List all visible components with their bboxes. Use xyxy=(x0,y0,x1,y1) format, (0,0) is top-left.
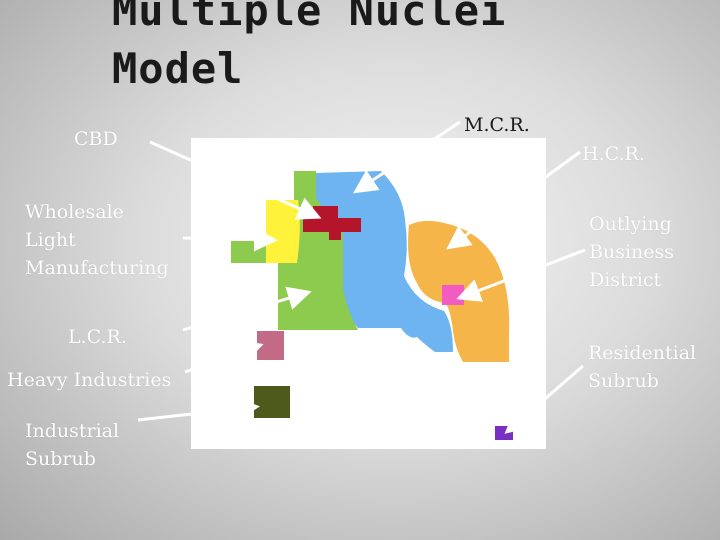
label-mcr: M.C.R. xyxy=(464,111,530,139)
label-residential-line2: Subrub xyxy=(588,370,659,392)
title-line-1: Multiple Nuclei xyxy=(112,0,507,35)
label-wholesale-line2: Light xyxy=(25,229,76,251)
label-outlying-business-district: Outlying Business District xyxy=(589,210,674,294)
label-lcr-text: L.C.R. xyxy=(68,326,127,348)
label-mcr-text: M.C.R. xyxy=(464,114,530,136)
city-map-drawing xyxy=(231,171,513,440)
label-industrial-suburb: Industrial Subrub xyxy=(25,417,119,473)
label-wholesale-light-manufacturing: Wholesale Light Manufacturing xyxy=(25,198,169,282)
label-lcr: L.C.R. xyxy=(68,323,127,351)
zone-wholesale xyxy=(266,200,300,263)
label-hcr: H.C.R. xyxy=(582,140,645,168)
label-heavy-text: Heavy Industries xyxy=(7,369,172,391)
label-residential-suburb: Residential Subrub xyxy=(588,339,696,395)
label-cbd: CBD xyxy=(74,125,118,153)
label-hcr-text: H.C.R. xyxy=(582,143,645,165)
label-residential-line1: Residential xyxy=(588,342,697,364)
label-industrial-line2: Subrub xyxy=(25,448,96,470)
label-outlying-line2: Business xyxy=(589,241,675,263)
zone-residential-suburb xyxy=(495,426,513,440)
zone-outlying-business xyxy=(442,285,464,305)
title-line-2: Model xyxy=(112,44,244,93)
label-outlying-line3: District xyxy=(589,269,662,291)
label-cbd-text: CBD xyxy=(74,128,118,150)
zone-industrial-suburb xyxy=(254,386,290,418)
label-industrial-line1: Industrial xyxy=(25,420,120,442)
zone-heavy-industries xyxy=(257,331,284,360)
label-wholesale-line1: Wholesale xyxy=(25,201,124,223)
label-outlying-line1: Outlying xyxy=(589,213,672,235)
page-title: Multiple Nuclei Model xyxy=(112,0,506,98)
zone-mcr xyxy=(316,171,453,352)
city-map xyxy=(191,138,546,449)
label-wholesale-line3: Manufacturing xyxy=(25,257,169,279)
label-heavy-industries: Heavy Industries xyxy=(7,366,171,394)
